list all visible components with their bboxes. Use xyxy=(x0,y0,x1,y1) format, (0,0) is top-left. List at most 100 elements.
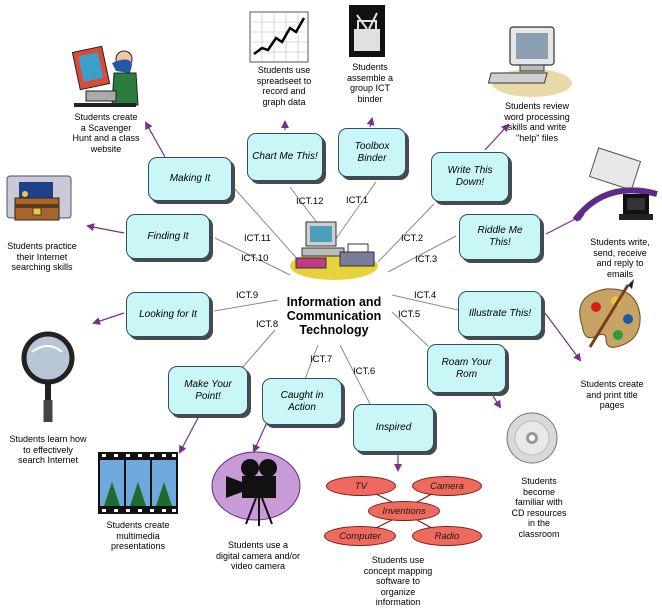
box-chart-label: Chart Me This! xyxy=(252,151,318,162)
concept-node-computer-label: Computer xyxy=(339,530,381,542)
caption-line: record and xyxy=(262,86,306,96)
box-riddle-line1: Riddle Me xyxy=(477,225,523,236)
caption-line: multimedia xyxy=(116,530,160,541)
box-looking-for-it[interactable]: Looking for It xyxy=(126,292,210,337)
caption-line: CD resources xyxy=(511,507,567,518)
caption-line: information xyxy=(375,597,421,607)
concept-node-inventions-label: Inventions xyxy=(382,505,426,517)
center-title-line2: Communication xyxy=(286,309,382,323)
computer-workstation-icon xyxy=(290,221,378,280)
spoke-lines xyxy=(213,181,459,405)
concept-node-tv-label: TV xyxy=(354,480,368,492)
box-looking-label: Looking for It xyxy=(139,308,197,320)
box-point-line1: Make Your xyxy=(184,378,232,390)
caption-line: and reply to xyxy=(596,258,644,268)
caption-line: searching skills xyxy=(11,262,73,272)
palette-icon xyxy=(579,279,641,348)
caption-line: emails xyxy=(606,268,633,279)
computer-user-icon xyxy=(71,45,139,107)
code-ict-10: ICT.10 xyxy=(241,253,269,264)
code-ict-3: ICT.3 xyxy=(415,254,438,265)
caption-line: Students create xyxy=(580,379,644,389)
code-ict-2: ICT.2 xyxy=(401,233,424,244)
caption-line: Students write, xyxy=(590,237,650,247)
box-roam-line1: Roam Your xyxy=(441,356,492,368)
line-graph-icon xyxy=(249,11,309,63)
video-camera-icon xyxy=(211,451,301,526)
caption-line: and print title xyxy=(586,389,638,400)
box-action-line2: Action xyxy=(288,401,316,413)
box-inspired-label: Inspired xyxy=(375,422,412,433)
treasure-chest-icon xyxy=(6,175,72,221)
code-ict-5: ICT.5 xyxy=(398,309,421,320)
box-illustrate-label: Illustrate This! xyxy=(468,308,532,319)
concept-node-inventions: Inventions xyxy=(368,501,440,521)
code-ict-11: ICT.11 xyxy=(244,233,271,244)
caption-line: digital camera and/or xyxy=(215,550,301,561)
caption-line: organize xyxy=(380,586,416,597)
box-making-it[interactable]: Making It xyxy=(148,157,232,201)
code-ict-4: ICT.4 xyxy=(414,290,437,301)
box-illustrate-this[interactable]: Illustrate This! xyxy=(458,291,542,337)
caption-line: word processing xyxy=(504,111,570,122)
code-ict-9: ICT.9 xyxy=(236,290,259,301)
caption-line: to effectively xyxy=(23,444,73,455)
caption-line: assemble a xyxy=(346,72,394,83)
center-title-line3: Technology xyxy=(299,323,369,337)
code-ict-1: ICT.1 xyxy=(346,195,369,206)
box-finding-it[interactable]: Finding It xyxy=(126,214,210,259)
caption-line: Students review xyxy=(504,101,570,111)
box-chart-me-this[interactable]: Chart Me This! xyxy=(247,133,323,181)
caption-line: pages xyxy=(599,400,625,410)
box-toolbox-line2: Binder xyxy=(357,152,387,164)
caption-line: classroom xyxy=(518,528,560,539)
box-roam-line2: Rom xyxy=(455,368,478,380)
caption-line: Students practice xyxy=(7,241,77,251)
computer-icon xyxy=(487,26,572,97)
concept-node-camera: Camera xyxy=(412,476,482,496)
film-strip-icon xyxy=(98,452,178,514)
magnifying-glass-icon xyxy=(21,331,75,422)
box-riddle-line2: This! xyxy=(489,237,511,248)
caption-line: skills and write xyxy=(507,122,567,132)
concept-node-tv: TV xyxy=(326,476,396,496)
box-toolbox-line1: Toolbox xyxy=(354,140,390,152)
code-ict-8: ICT.8 xyxy=(256,319,279,330)
caption-line: website xyxy=(90,143,122,154)
caption-line: Students learn how xyxy=(9,434,87,444)
toolbox-icon xyxy=(349,5,385,57)
caption-line: search Internet xyxy=(17,455,79,465)
caption-line: become xyxy=(522,486,556,497)
concept-node-camera-label: Camera xyxy=(430,480,464,492)
code-ict-12: ICT.12 xyxy=(296,196,324,207)
caption-line: concept mapping xyxy=(363,565,433,576)
caption-line: familiar with xyxy=(515,497,563,507)
caption-line: spreadseet to xyxy=(256,75,312,86)
code-ict-7: ICT.7 xyxy=(310,354,333,365)
caption-line: "help" files xyxy=(516,132,558,143)
box-inspired[interactable]: Inspired xyxy=(353,404,434,452)
center-title-line1: Information and xyxy=(286,295,382,309)
box-point-line2: Point! xyxy=(195,390,221,402)
box-finding-label: Finding It xyxy=(147,230,189,242)
